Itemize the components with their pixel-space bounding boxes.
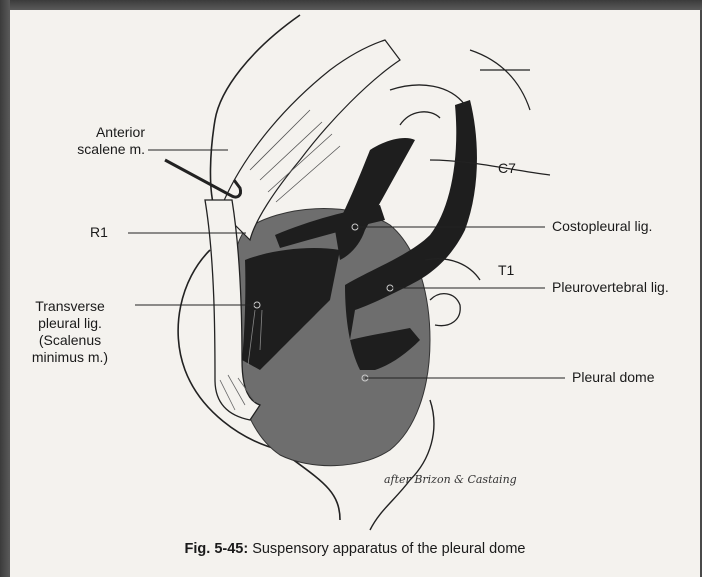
frame-left [0, 0, 10, 577]
caption-text: Suspensory apparatus of the pleural dome [248, 541, 525, 557]
label-pleural-dome: Pleural dome [572, 369, 655, 386]
label-costopleural: Costopleural lig. [552, 218, 652, 235]
label-anterior-scalene: Anterior scalene m. [30, 124, 145, 158]
label-pleurovertebral: Pleurovertebral lig. [552, 279, 669, 296]
label-t1: T1 [498, 262, 514, 279]
caption-number: Fig. 5-45: [185, 541, 249, 557]
frame-top [0, 0, 702, 10]
label-c7: C7 [498, 160, 516, 177]
label-r1: R1 [90, 224, 108, 241]
label-transverse-pleural: Transverse pleural lig. (Scalenus minimu… [10, 298, 130, 366]
figure-page: Anterior scalene m. R1 Transverse pleura… [10, 10, 700, 577]
figure-caption: Fig. 5-45: Suspensory apparatus of the p… [10, 541, 700, 557]
illustration-credit: after Brizon & Castaing [384, 473, 517, 486]
